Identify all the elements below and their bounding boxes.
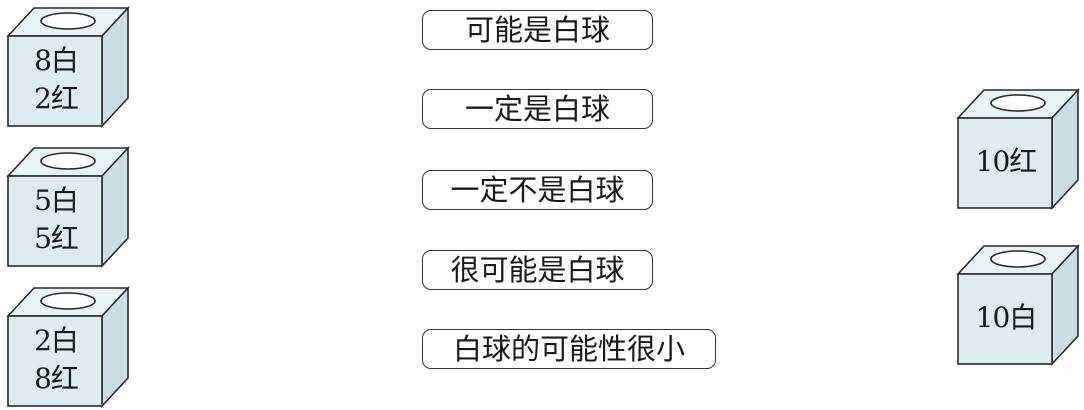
box-hole	[991, 95, 1045, 111]
option-5[interactable]: 白球的可能性很小	[422, 329, 716, 369]
box-hole	[991, 251, 1045, 267]
box-label-line-2: 5红	[34, 220, 78, 258]
option-3[interactable]: 一定不是白球	[422, 170, 653, 210]
box-label-line-1: 10红	[976, 142, 1037, 182]
box-label: 5白 5红	[14, 177, 98, 263]
box-left-3: 2白 8红	[6, 284, 130, 408]
box-right-1: 10红	[956, 86, 1080, 210]
box-label-line-1: 2白	[34, 322, 78, 360]
box-left-2: 5白 5红	[6, 144, 130, 268]
box-label-line-1: 8白	[34, 42, 78, 80]
box-right-2: 10白	[956, 242, 1080, 366]
box-hole	[41, 13, 95, 29]
box-label: 10红	[964, 119, 1048, 205]
box-label-line-2: 2红	[34, 80, 78, 118]
box-hole	[41, 153, 95, 169]
box-label: 8白 2红	[14, 37, 98, 123]
option-1[interactable]: 可能是白球	[422, 10, 653, 50]
option-label: 一定是白球	[465, 89, 610, 129]
box-label: 2白 8红	[14, 317, 98, 403]
box-label: 10白	[964, 275, 1048, 361]
box-hole	[41, 293, 95, 309]
box-label-line-1: 5白	[34, 182, 78, 220]
option-2[interactable]: 一定是白球	[422, 89, 653, 129]
box-label-line-1: 10白	[976, 298, 1037, 338]
option-4[interactable]: 很可能是白球	[422, 250, 653, 290]
option-label: 白球的可能性很小	[453, 329, 685, 369]
option-label: 可能是白球	[465, 10, 610, 50]
option-label: 很可能是白球	[450, 250, 624, 290]
box-label-line-2: 8红	[34, 360, 78, 398]
box-left-1: 8白 2红	[6, 4, 130, 128]
option-label: 一定不是白球	[450, 170, 624, 210]
